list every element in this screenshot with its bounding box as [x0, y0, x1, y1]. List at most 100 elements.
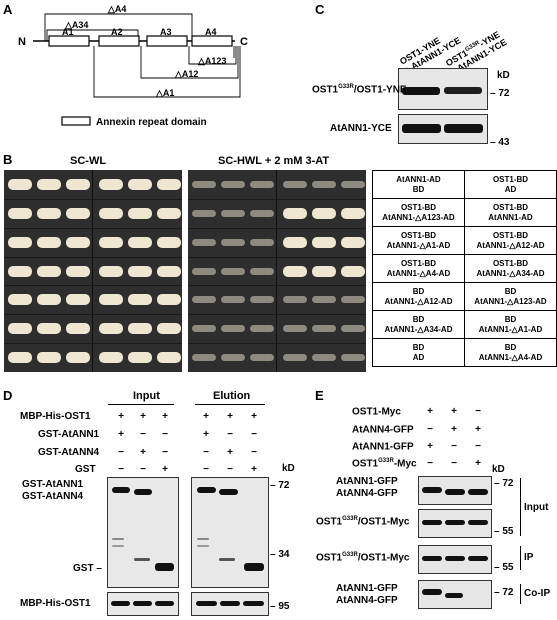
- yeast-colony: [37, 265, 61, 277]
- yeast-colony: [341, 207, 365, 219]
- yeast-colony: [157, 265, 181, 277]
- panel-e-row-label: OST1G33R-Myc: [352, 458, 417, 470]
- panel-e-blot-ip: [418, 545, 492, 574]
- yeast-colony: [283, 265, 307, 277]
- yeast-colony: [99, 352, 123, 364]
- panel-d-mark: +: [203, 411, 209, 422]
- yeast-colony: [341, 296, 365, 304]
- yeast-colony: [283, 180, 307, 188]
- yeast-colony: [341, 180, 365, 188]
- deletion-a12-label: △A12: [174, 69, 198, 79]
- deletion-a12-bracket: [140, 46, 239, 79]
- yeast-colony: [157, 352, 181, 364]
- panel-d-elution-header: Elution: [213, 390, 251, 402]
- yeast-colony: [250, 325, 274, 333]
- panel-c-letter: C: [315, 2, 325, 17]
- panel-d-input-blot: [107, 477, 179, 588]
- c-terminus-label: C: [240, 36, 248, 48]
- yeast-colony: [192, 325, 216, 333]
- panel-d-row-label: MBP-His-OST1: [20, 411, 91, 422]
- yeast-colony: [8, 265, 32, 277]
- panel-c-blot-1: [398, 68, 488, 110]
- panel-e-letter: E: [315, 388, 324, 403]
- yeast-colony: [221, 180, 245, 188]
- deletion-a1-label: △A1: [155, 88, 174, 98]
- repeat-a1: [48, 35, 90, 47]
- yeast-colony: [37, 294, 61, 306]
- panel-d-mark: −: [162, 429, 168, 440]
- panel-e-mark: +: [427, 441, 433, 452]
- yeast-colony: [312, 354, 336, 362]
- yeast-colony: [128, 352, 152, 364]
- panel-e-blot-coip: [418, 580, 492, 609]
- yeast-colony: [341, 236, 365, 248]
- panel-d-letter: D: [3, 388, 13, 403]
- yeast-colony: [99, 265, 123, 277]
- panel-c-mw-43: – 43: [490, 137, 510, 148]
- panel-e-section-input: Input: [524, 502, 549, 513]
- panel-e-label-ip: OST1G33R/OST1-Myc: [316, 552, 410, 564]
- yeast-colony: [312, 207, 336, 219]
- yeast-colony: [312, 265, 336, 277]
- yeast-colony: [221, 238, 245, 246]
- yeast-colony: [221, 325, 245, 333]
- panel-e-row-label: OST1-Myc: [352, 406, 401, 418]
- panel-d-mark: +: [251, 464, 257, 475]
- repeat-a2: [98, 35, 140, 47]
- yeast-colony: [283, 207, 307, 219]
- yeast-colony: [341, 325, 365, 333]
- yeast-colony: [8, 323, 32, 335]
- yeast-colony: [250, 238, 274, 246]
- yeast-colony: [99, 178, 123, 190]
- panel-e-mark: −: [451, 441, 457, 452]
- panel-a-letter: A: [3, 2, 13, 17]
- panel-d-mark: −: [140, 464, 146, 475]
- legend-box: [61, 116, 91, 126]
- yeast-colony: [128, 265, 152, 277]
- panel-d-band-label-ost1: MBP-His-OST1: [20, 598, 91, 609]
- deletion-a123-label: △A123: [197, 56, 226, 66]
- repeat-a4-label: A4: [205, 27, 217, 37]
- deletion-a4-bracket: [44, 13, 193, 41]
- yeast-colony: [192, 267, 216, 275]
- yeast-colony: [99, 236, 123, 248]
- panel-c-mw-72: – 72: [490, 88, 510, 99]
- panel-e-mark: +: [475, 458, 481, 469]
- panel-d-mark: −: [203, 464, 209, 475]
- yeast-colony: [192, 354, 216, 362]
- panel-d-mark: +: [227, 447, 233, 458]
- panel-d-elution-ost1-blot: [191, 592, 269, 616]
- panel-e-mw-55b: – 55: [494, 562, 514, 573]
- panel-d-mark: −: [251, 429, 257, 440]
- repeat-a3-label: A3: [160, 27, 172, 37]
- panel-e-mw-55: – 55: [494, 526, 514, 537]
- yeast-colony: [37, 178, 61, 190]
- panel-d-mark: −: [251, 447, 257, 458]
- yeast-colony: [312, 236, 336, 248]
- yeast-colony: [221, 296, 245, 304]
- panel-b-letter: B: [3, 152, 13, 167]
- yeast-colony: [250, 267, 274, 275]
- deletion-a1-bracket: [93, 46, 241, 98]
- panel-d-mw-72: – 72: [270, 480, 290, 491]
- yeast-colony: [192, 180, 216, 188]
- yeast-colony: [250, 209, 274, 217]
- yeast-colony: [192, 238, 216, 246]
- yeast-colony: [66, 352, 90, 364]
- panel-d-mw-34: – 34: [270, 549, 290, 560]
- yeast-colony: [157, 207, 181, 219]
- yeast-colony: [37, 236, 61, 248]
- yeast-colony: [66, 265, 90, 277]
- legend-label: Annexin repeat domain: [96, 117, 207, 128]
- panel-c-row2-label: AtANN1-YCE: [330, 123, 392, 134]
- panel-e-mw-72b: – 72: [494, 587, 514, 598]
- yeast-colony: [283, 236, 307, 248]
- yeast-colony: [66, 294, 90, 306]
